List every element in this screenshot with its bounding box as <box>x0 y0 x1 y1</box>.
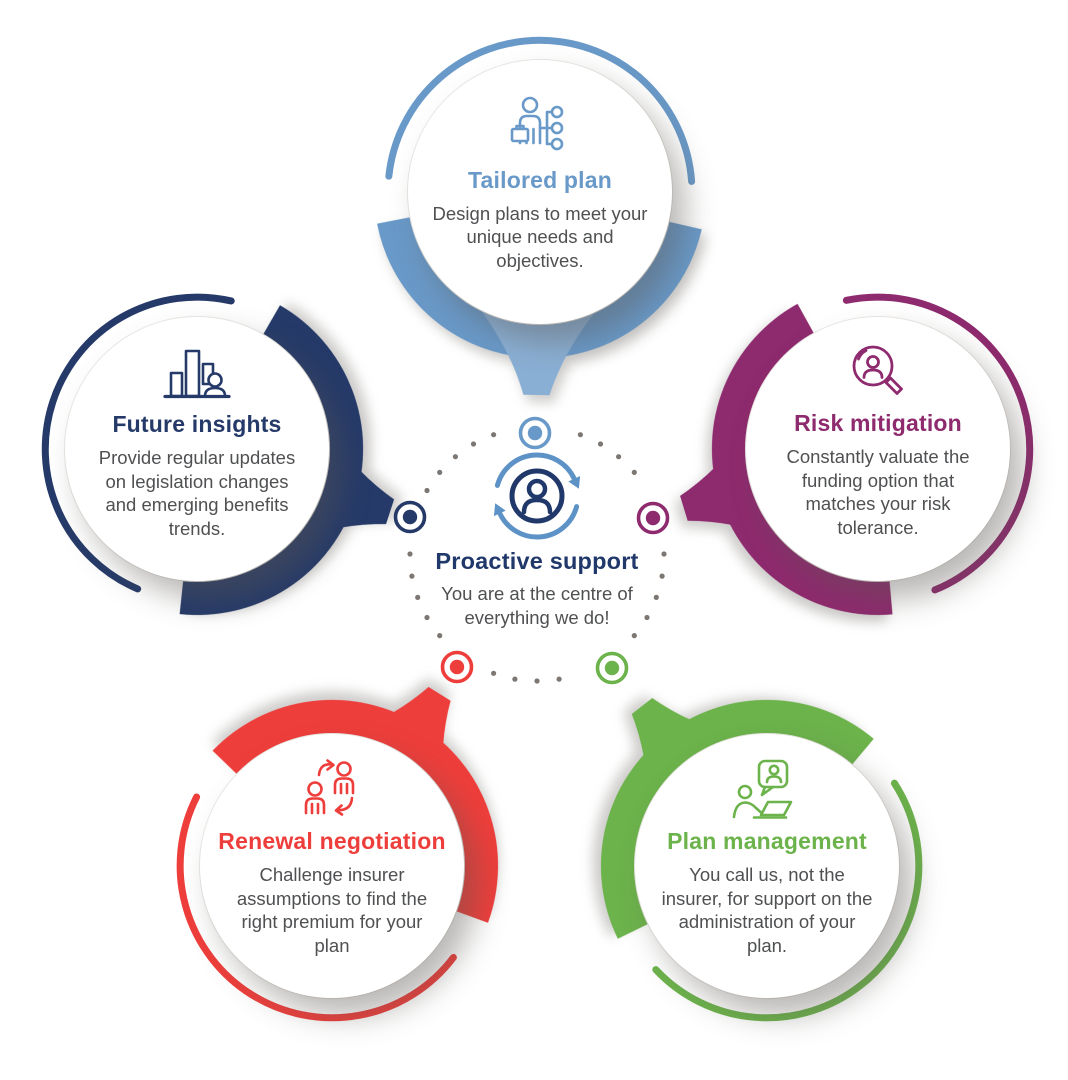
people-swap-icon <box>304 759 355 816</box>
section-description: Provide regular updates on legislation c… <box>98 447 296 539</box>
bar-chart-person-icon <box>163 349 231 399</box>
person-briefcase-options-icon <box>510 96 564 151</box>
dotted-circle-dot <box>631 633 637 639</box>
magnifier-person-icon <box>852 345 903 395</box>
dotted-circle-dot <box>424 614 430 621</box>
section-title: Future insights <box>112 411 282 437</box>
hub-title: Proactive support <box>435 548 639 574</box>
dotted-circle-dot <box>407 551 413 557</box>
section-description: Design plans to meet your unique needs a… <box>432 202 648 271</box>
dotted-circle-dot <box>597 441 604 447</box>
dotted-circle-dot <box>491 670 497 676</box>
section-content: Risk mitigation Constantly valuate the f… <box>770 343 986 539</box>
person-cycle-icon <box>493 452 581 540</box>
section-content: Future insights Provide regular updates … <box>89 342 305 540</box>
section-title: Risk mitigation <box>794 410 962 436</box>
dotted-circle-dot <box>616 454 622 460</box>
section-title: Plan management <box>667 828 867 854</box>
connector-node-renewal-negotiation <box>440 650 474 684</box>
connector-node-risk-mitigation <box>636 501 670 535</box>
section-risk-mitigation: Risk mitigation Constantly valuate the f… <box>746 317 1010 581</box>
section-title: Tailored plan <box>467 166 613 193</box>
section-description: You call us, not the insurer, for suppor… <box>661 864 873 956</box>
section-future-insights: Future insights Provide regular updates … <box>65 317 329 581</box>
connector-node-plan-management <box>595 651 629 685</box>
section-content: Tailored plan Design plans to meet your … <box>432 96 648 273</box>
dotted-circle-dot <box>661 551 667 557</box>
section-plan-management: Plan management You call us, not the ins… <box>635 734 899 998</box>
dotted-circle-dot <box>653 594 659 601</box>
dotted-circle-dot <box>437 469 443 475</box>
dotted-circle-dot <box>424 487 430 494</box>
dotted-circle-dot <box>644 614 650 621</box>
dotted-circle <box>407 432 667 684</box>
section-content: Plan management You call us, not the ins… <box>659 759 875 957</box>
section-renewal-negotiation: Renewal negotiation Challenge insurer as… <box>200 734 464 998</box>
connector-node-future-insights <box>393 500 427 534</box>
hub: Proactive support You are at the centre … <box>412 448 662 629</box>
dotted-circle-dot <box>631 469 637 475</box>
dotted-circle-dot <box>556 676 562 682</box>
dotted-circle-dot <box>437 633 443 639</box>
section-content: Renewal negotiation Challenge insurer as… <box>218 759 446 957</box>
dotted-circle-dot <box>534 678 540 684</box>
dotted-circle-dot <box>512 676 518 682</box>
section-tailored-plan: Tailored plan Design plans to meet your … <box>408 60 672 324</box>
dotted-circle-dot <box>577 432 584 438</box>
dotted-circle-dot <box>491 432 497 438</box>
hub-description: You are at the centre of everything we d… <box>441 583 633 628</box>
section-description: Constantly valuate the funding option th… <box>786 446 970 538</box>
connector-node-tailored-plan <box>518 416 552 450</box>
person-laptop-chat-icon <box>732 759 793 819</box>
dotted-circle-dot <box>415 594 421 601</box>
section-description: Challenge insurer assumptions to find th… <box>236 864 428 956</box>
dotted-circle-dot <box>452 454 458 460</box>
dotted-circle-dot <box>470 441 477 447</box>
dotted-circle-dot <box>659 573 665 579</box>
dotted-circle-dot <box>409 573 415 579</box>
section-title: Renewal negotiation <box>218 828 446 854</box>
